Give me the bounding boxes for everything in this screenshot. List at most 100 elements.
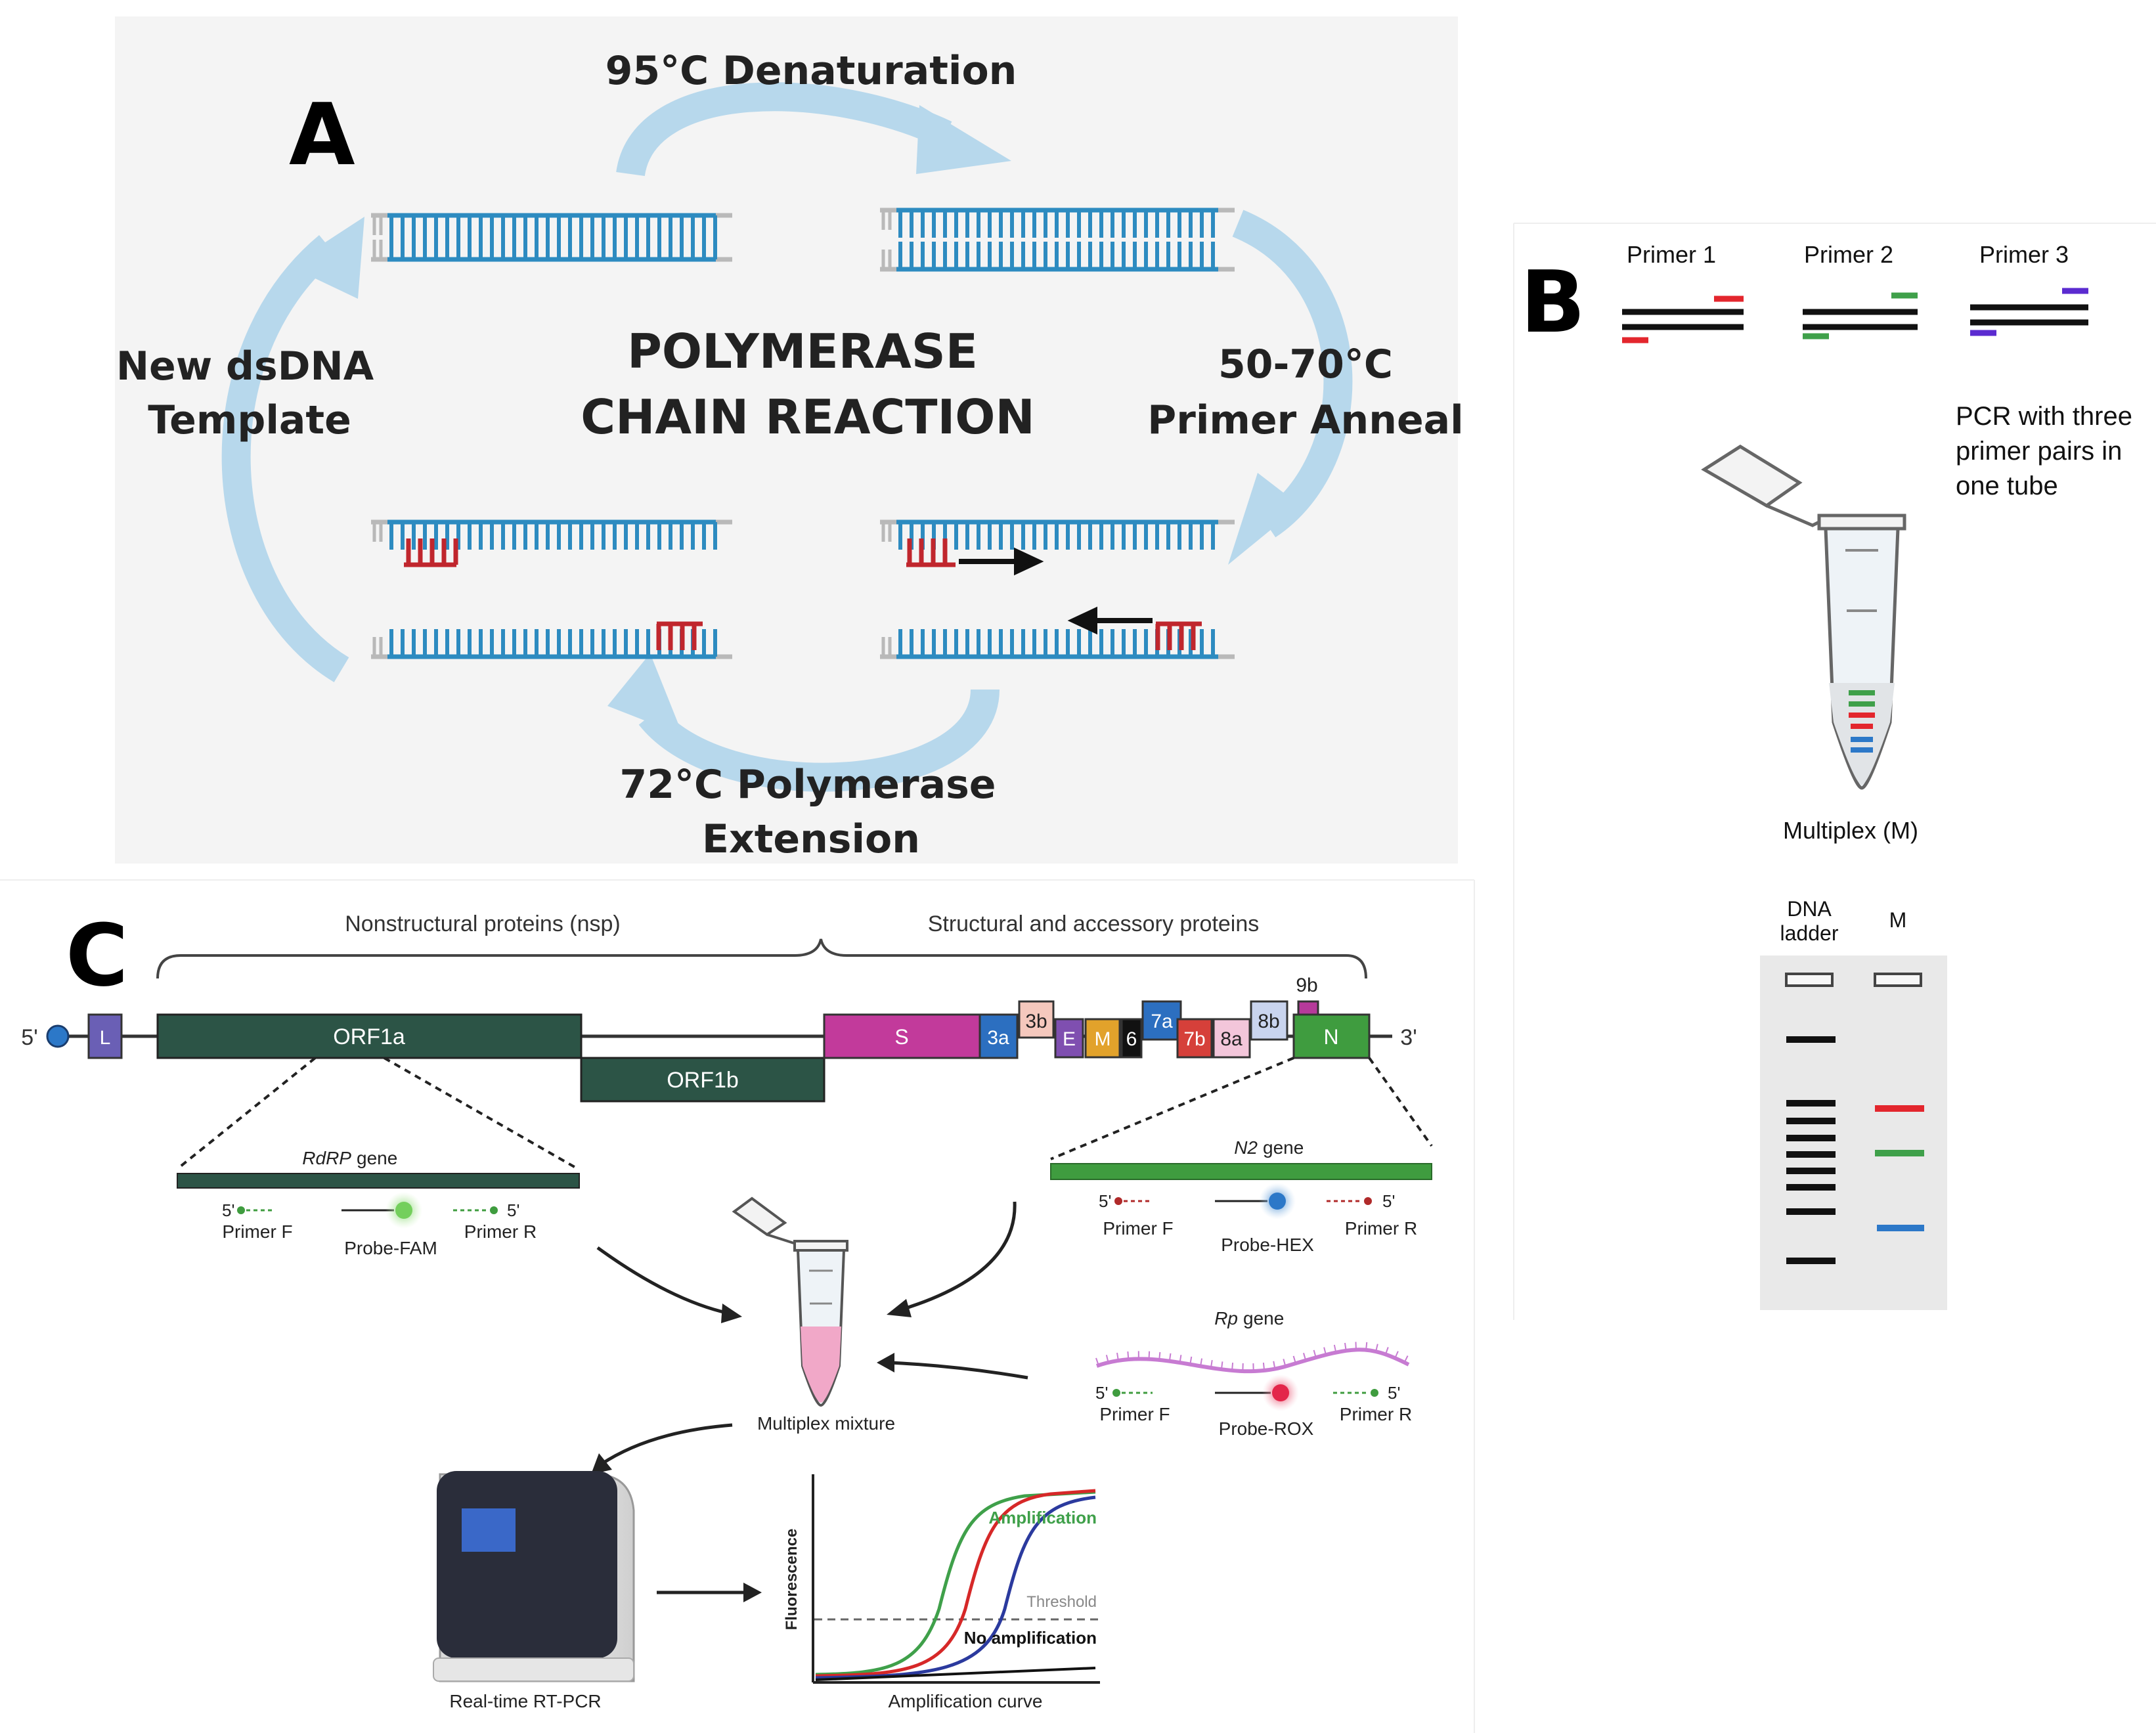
rp-assay: 5' Primer F Probe-ROX 5' Primer R: [1095, 1374, 1412, 1439]
primer-3-label: Primer 3: [1979, 241, 2069, 268]
primer-2-label: Primer 2: [1804, 241, 1893, 268]
gene-e-label: E: [1063, 1028, 1076, 1050]
gene-l: [87, 1013, 123, 1059]
probe-hex-dot: [1269, 1193, 1286, 1210]
tube-caption-2: primer pairs in: [1956, 437, 2122, 466]
cycle-arrows: [221, 82, 1353, 792]
curve-blue: [815, 1495, 1096, 1680]
svg-text:5': 5': [1099, 1191, 1111, 1211]
rdrp-gene-bar: [177, 1173, 580, 1189]
dna-denatured-strand-2: [880, 242, 1235, 272]
gene-orf1a-label: ORF1a: [333, 1024, 405, 1049]
tube-liquid: [1829, 683, 1895, 785]
gene-3b: [1018, 1000, 1055, 1039]
rp-gene-name: Rp: [1214, 1308, 1238, 1328]
mixture-tube: [732, 1196, 848, 1407]
threshold-label: Threshold: [1026, 1593, 1097, 1611]
gene-6-label: 6: [1126, 1028, 1137, 1050]
panel-b-letter: B: [1520, 252, 1585, 352]
gene-l-label: L: [100, 1027, 111, 1049]
svg-text:5': 5': [1388, 1383, 1400, 1403]
curve-red: [815, 1489, 1096, 1678]
instrument-label: Real-time RT-PCR: [449, 1691, 601, 1711]
svg-text:5': 5': [222, 1200, 234, 1220]
label-denaturation: 95°C Denaturation: [605, 48, 1017, 94]
svg-text:5': 5': [507, 1200, 519, 1220]
label-extension-1: 72°C Polymerase: [620, 762, 996, 808]
gene-s-label: S: [894, 1025, 908, 1049]
rdrp-primer-f: Primer F: [222, 1221, 292, 1242]
gene-m-label: M: [1095, 1028, 1111, 1050]
curve-green: [815, 1490, 1096, 1677]
amplification-label: Amplification: [988, 1508, 1097, 1527]
arrow-anneal: [1232, 209, 1353, 538]
dna-extension-strand-2: [371, 629, 732, 659]
gene-7a-label: 7a: [1151, 1011, 1173, 1032]
five-prime-label: 5': [21, 1025, 37, 1050]
rp-primer-f: Primer F: [1099, 1404, 1170, 1424]
dna-anneal-strand-2: [880, 629, 1235, 659]
rdrp-assay: 5' Primer F Probe-FAM 5' Primer R: [222, 1192, 537, 1258]
gel-col1-line1: DNA: [1787, 897, 1832, 921]
well-multiplex: [1874, 973, 1922, 987]
amplification-chart: Fluorescence Amplification Threshold No …: [783, 1474, 1100, 1684]
gene-8a: [1212, 1018, 1251, 1059]
ladder-bands: [1786, 1036, 1836, 1264]
curve-caption: Amplification curve: [889, 1691, 1043, 1711]
rp-primer-r: Primer R: [1340, 1404, 1412, 1424]
gene-3a-label: 3a: [987, 1027, 1009, 1049]
flow-arrows: [596, 1201, 1028, 1594]
nsp-label: Nonstructural proteins (nsp): [345, 911, 621, 936]
dna-denatured-strand-1: [880, 208, 1235, 238]
gene-3a: [979, 1013, 1019, 1059]
gene-8b: [1250, 1000, 1288, 1041]
primer-left-top: [404, 538, 458, 567]
rdrp-gene-name: RdRP: [302, 1148, 351, 1168]
gene-8a-label: 8a: [1220, 1028, 1243, 1050]
rdrp-probe-fam: Probe-FAM: [344, 1238, 437, 1258]
svg-text:5': 5': [1382, 1191, 1395, 1211]
gene-7b: [1176, 1018, 1213, 1059]
gene-s: [823, 1013, 981, 1059]
structural-label: Structural and accessory proteins: [928, 911, 1260, 936]
arrowhead-denaturation: [916, 105, 1011, 174]
arrowhead-anneal: [1228, 473, 1300, 565]
panel-a-letter: A: [289, 85, 355, 185]
svg-text:5': 5': [1095, 1383, 1108, 1403]
panel-c-letter: C: [66, 906, 128, 1005]
gene-orf1a: [156, 1013, 583, 1059]
multiplex-tube: [1701, 445, 1906, 790]
tube-lid: [1701, 445, 1803, 508]
curve-no-amp: [815, 1667, 1096, 1681]
three-prime-label: 3': [1400, 1025, 1417, 1050]
dna-extension-strand-1: [371, 519, 732, 550]
label-anneal-1: 50-70°C: [1218, 341, 1393, 387]
arrowhead-template: [289, 217, 364, 299]
dna-template-bottom-strand: [371, 232, 732, 262]
nsp-brace: [156, 938, 1367, 979]
panel-b: B Primer 1 Primer 2 Primer 3 PCR with th…: [1513, 223, 2156, 1320]
label-template-1: New dsDNA: [116, 343, 374, 389]
instrument-front: [437, 1471, 617, 1658]
rp-gene-word: gene: [1243, 1308, 1284, 1328]
panel-a-background: [115, 16, 1458, 864]
genome-genes: L ORF1a ORF1b S 3a 3b E M 6 7a 7b 8a 8b: [87, 975, 1371, 1103]
label-template-2: Template: [148, 397, 351, 443]
primer-left-bottom: [656, 621, 703, 650]
gel-col2-label: M: [1889, 908, 1907, 932]
primer-1-label: Primer 1: [1627, 241, 1716, 268]
dna-strands: [371, 208, 1235, 659]
mixture-label: Multiplex mixture: [757, 1413, 895, 1434]
panel-c: C Nonstructural proteins (nsp) Structura…: [0, 879, 1475, 1733]
label-extension-2: Extension: [702, 816, 920, 862]
extension-arrows: [959, 547, 1153, 635]
title-line1: POLYMERASE: [627, 324, 978, 379]
rdrp-gene-word: gene: [357, 1148, 397, 1168]
n2-primer-r: Primer R: [1345, 1218, 1417, 1239]
arrowhead-extension: [607, 653, 683, 735]
zoom-lines: [176, 1057, 1433, 1170]
arrow-template: [221, 235, 349, 682]
primers-a: [404, 538, 1202, 650]
rp-mrna: [1096, 1348, 1410, 1374]
